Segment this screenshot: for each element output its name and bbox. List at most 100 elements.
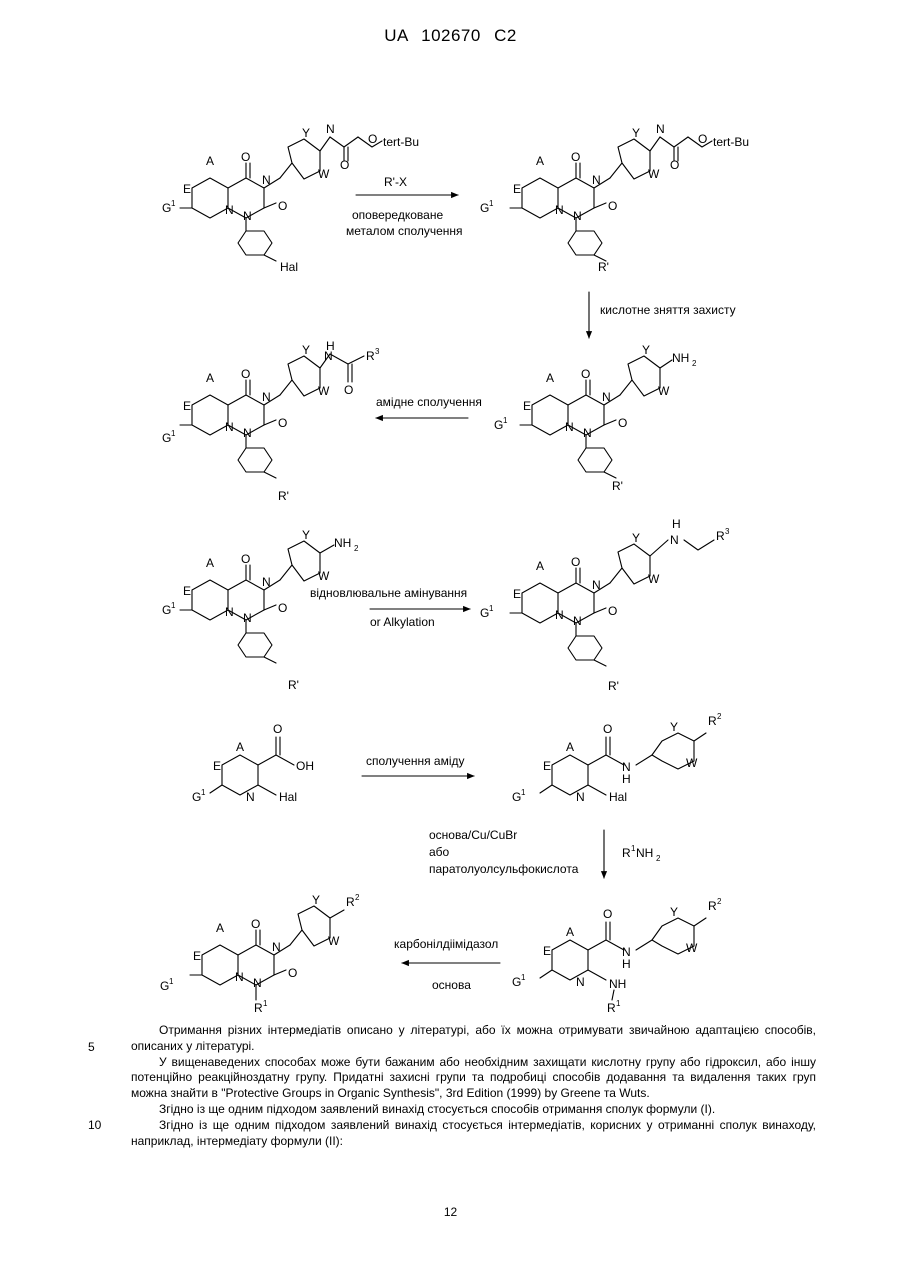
svg-text:A: A — [236, 740, 244, 754]
svg-text:O: O — [608, 199, 617, 213]
svg-text:A: A — [536, 559, 544, 573]
arrow-step-2: кислотне зняття захисту — [589, 292, 736, 338]
svg-text:R: R — [366, 349, 375, 363]
svg-text:2: 2 — [692, 359, 697, 368]
svg-text:O: O — [278, 601, 287, 615]
svg-text:R: R — [254, 1001, 263, 1015]
svg-text:N: N — [225, 203, 234, 217]
page-number: 12 — [0, 1205, 901, 1219]
svg-text:W: W — [648, 167, 660, 181]
svg-text:Hal: Hal — [609, 790, 627, 804]
svg-text:E: E — [523, 399, 531, 413]
arrow-step-7: карбонілдіімідазол основа — [394, 937, 500, 992]
svg-text:O: O — [288, 966, 297, 980]
svg-text:E: E — [193, 949, 201, 963]
svg-text:O: O — [608, 604, 617, 618]
svg-text:O: O — [273, 722, 282, 736]
svg-text:O: O — [603, 907, 612, 921]
svg-text:R: R — [708, 714, 717, 728]
arrow-step-3: амідне сполучення — [376, 395, 482, 418]
compound-amine-2: E A N N N O O Y W NH 2 G 1 R' — [162, 528, 359, 692]
line-number-5: 5 — [88, 1040, 95, 1054]
svg-text:N: N — [246, 790, 255, 804]
svg-text:G: G — [512, 975, 521, 989]
svg-text:N: N — [576, 790, 585, 804]
svg-text:W: W — [648, 572, 660, 586]
svg-text:O: O — [603, 722, 612, 736]
svg-text:N: N — [225, 605, 234, 619]
svg-text:N: N — [592, 578, 601, 592]
svg-text:металом сполучення: металом сполучення — [346, 224, 463, 238]
compound-pyrimidine-amide: E A N O N H Y W R 2 Hal G 1 — [512, 712, 722, 804]
svg-text:O: O — [571, 150, 580, 164]
svg-text:A: A — [206, 371, 214, 385]
svg-text:N: N — [565, 420, 574, 434]
svg-text:N: N — [262, 575, 271, 589]
svg-text:R: R — [346, 895, 355, 909]
svg-text:1: 1 — [171, 199, 176, 208]
svg-text:O: O — [241, 150, 250, 164]
svg-text:tert-Bu: tert-Bu — [383, 135, 419, 149]
svg-text:Hal: Hal — [279, 790, 297, 804]
svg-text:N: N — [235, 970, 244, 984]
svg-text:R': R' — [608, 679, 619, 693]
svg-text:G: G — [160, 979, 169, 993]
svg-text:1: 1 — [489, 604, 494, 613]
svg-text:N: N — [602, 390, 611, 404]
svg-text:O: O — [344, 383, 353, 397]
svg-text:амідне сполучення: амідне сполучення — [376, 395, 482, 409]
svg-text:O: O — [278, 416, 287, 430]
svg-text:3: 3 — [375, 347, 380, 356]
svg-text:кислотне зняття захисту: кислотне зняття захисту — [600, 303, 736, 317]
svg-text:3: 3 — [725, 527, 730, 536]
svg-text:E: E — [213, 759, 221, 773]
svg-text:G: G — [494, 418, 503, 432]
svg-text:G: G — [162, 431, 171, 445]
svg-text:A: A — [206, 556, 214, 570]
compound-amine: E A N N N O O Y W NH 2 G 1 R' — [494, 343, 697, 493]
arrow-step-5: сполучення аміду — [362, 754, 474, 776]
svg-text:O: O — [368, 132, 377, 146]
svg-text:O: O — [340, 158, 349, 172]
svg-text:1: 1 — [263, 999, 268, 1008]
svg-text:E: E — [513, 182, 521, 196]
paragraph-4: Згідно із ще одним підходом заявлений ви… — [131, 1118, 816, 1150]
svg-text:N: N — [243, 426, 252, 440]
svg-text:N: N — [253, 976, 262, 990]
svg-text:N: N — [243, 611, 252, 625]
svg-text:1: 1 — [616, 999, 621, 1008]
svg-text:N: N — [573, 614, 582, 628]
compound-final-product: E A N N N O O Y W R 2 R 1 G 1 — [160, 893, 360, 1015]
reaction-scheme: E A N N N O O Y W N O O tert-Bu G 1 Hal … — [0, 0, 901, 1020]
svg-text:O: O — [278, 199, 287, 213]
line-number-10: 10 — [88, 1118, 101, 1132]
svg-text:H: H — [672, 517, 681, 531]
svg-text:N: N — [324, 349, 333, 363]
svg-text:H: H — [622, 772, 631, 786]
svg-text:W: W — [318, 569, 330, 583]
svg-text:NH: NH — [334, 536, 351, 550]
svg-text:N: N — [670, 533, 679, 547]
svg-text:G: G — [162, 603, 171, 617]
paragraph-1: Отримання різних інтермедіатів описано у… — [131, 1023, 816, 1055]
svg-text:NH: NH — [609, 977, 626, 991]
svg-text:O: O — [698, 132, 707, 146]
svg-text:N: N — [272, 940, 281, 954]
svg-text:Y: Y — [302, 126, 310, 140]
svg-text:G: G — [162, 201, 171, 215]
svg-text:1: 1 — [171, 601, 176, 610]
compound-aminopyrimidine-amide: E A N O N H Y W R 2 NH R 1 G 1 — [512, 897, 722, 1015]
svg-text:E: E — [543, 944, 551, 958]
svg-text:W: W — [686, 756, 698, 770]
svg-text:or Alkylation: or Alkylation — [370, 615, 435, 629]
svg-text:E: E — [183, 584, 191, 598]
svg-text:R: R — [607, 1001, 616, 1015]
svg-text:G: G — [480, 201, 489, 215]
svg-text:Y: Y — [302, 343, 310, 357]
svg-text:основа: основа — [432, 978, 471, 992]
svg-text:G: G — [512, 790, 521, 804]
svg-text:R: R — [708, 899, 717, 913]
svg-text:1: 1 — [201, 788, 206, 797]
svg-text:R: R — [622, 846, 631, 860]
arrow-step-1: R'-X оповередковане металом сполучення — [346, 175, 463, 238]
